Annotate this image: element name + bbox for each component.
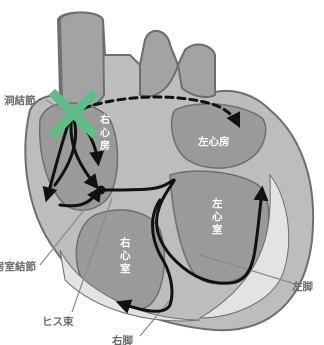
great-vessel-left xyxy=(60,13,104,107)
right-ventricle-label-3: 室 xyxy=(120,262,131,275)
av-node-dot xyxy=(97,186,106,195)
left-bundle-label: 左脚 xyxy=(291,280,313,293)
right-bundle-label: 右脚 xyxy=(111,334,133,345)
great-vessel-right xyxy=(178,45,215,97)
right-atrium-label-1: 右 xyxy=(99,113,110,126)
his-bundle-label: ヒス束 xyxy=(42,315,74,328)
right-atrium-label-2: 心 xyxy=(100,127,110,139)
left-ventricle-label-3: 室 xyxy=(212,223,223,236)
av-node-label: 房室結節 xyxy=(0,260,36,273)
heart-body xyxy=(25,13,313,331)
right-ventricle-label-2: 心 xyxy=(120,250,131,262)
left-ventricle-label-2: 心 xyxy=(212,211,223,223)
left-atrium-label: 左心房 xyxy=(197,135,230,148)
left-ventricle-label-1: 左 xyxy=(211,197,223,210)
right-atrium-label-3: 房 xyxy=(100,139,110,152)
right-ventricle-label-1: 右 xyxy=(119,236,131,249)
sa-node-label: 洞結節 xyxy=(4,94,36,107)
